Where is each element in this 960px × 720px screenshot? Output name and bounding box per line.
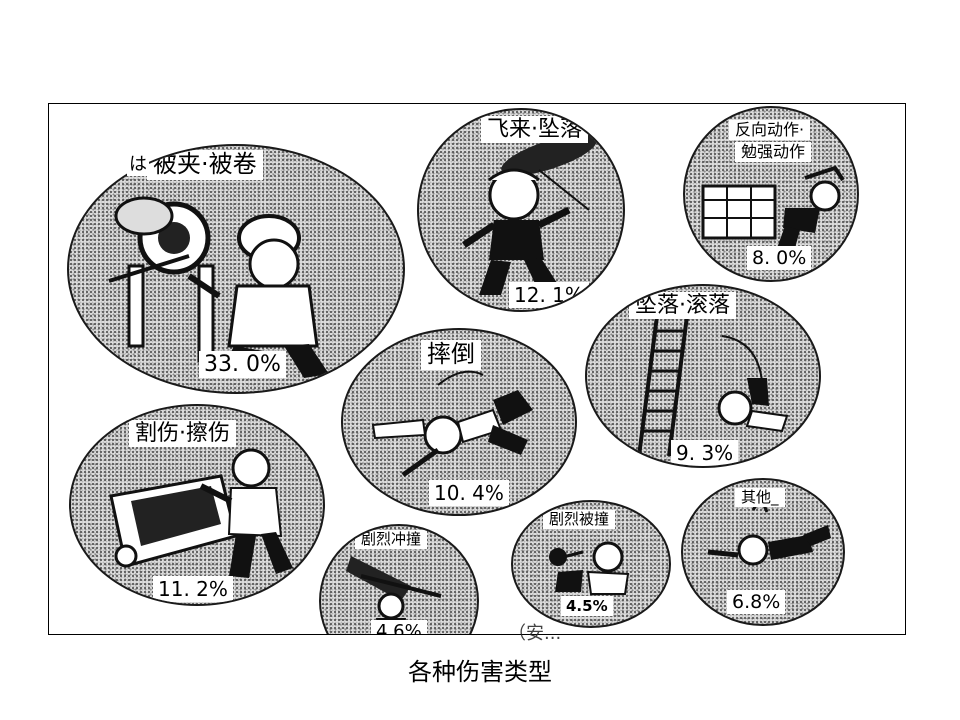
side-text-caught: は xyxy=(127,150,149,176)
percent-caught: 33. 0% xyxy=(199,351,286,378)
caught-illustration xyxy=(108,196,329,378)
injury-circle-falling-object: 飞来·坠落 12. 1% xyxy=(417,108,625,312)
cut-abrasion-illustration xyxy=(109,448,293,578)
injury-circle-overexertion: 反向动作· 勉强动作 8. 0% xyxy=(683,106,859,282)
illustration-frame: 被夹·被卷 33. 0% は 飞来·坠落 12. 1% xyxy=(48,103,906,635)
other-illustration xyxy=(707,494,831,566)
label-overexertion-line1: 反向动作· xyxy=(729,120,811,141)
injury-circle-cut-abrasion: 割伤·擦伤 11. 2% xyxy=(69,404,325,606)
percent-falling-object: 12. 1% xyxy=(509,282,589,308)
injury-circle-violent-impact: 剧烈冲撞 4.6% xyxy=(319,524,479,634)
struck-by-illustration xyxy=(549,541,630,595)
injury-circle-struck-by: 剧烈被撞 4.5% xyxy=(511,500,671,628)
label-struck-by: 剧烈被撞 xyxy=(543,510,616,530)
falling-object-illustration xyxy=(462,134,597,295)
label-overexertion-line2: 勉强动作 xyxy=(735,142,812,163)
percent-cut-abrasion: 11. 2% xyxy=(153,576,233,602)
label-falling-object: 飞来·坠落 xyxy=(481,116,588,144)
fall-tumble-illustration xyxy=(637,315,789,457)
slip-fall-illustration xyxy=(371,370,533,478)
percent-violent-impact: 4.6% xyxy=(371,620,427,634)
source-footnote: （安... xyxy=(508,623,562,644)
label-other: 其他_ xyxy=(735,488,785,508)
label-cut-abrasion: 割伤·擦伤 xyxy=(129,420,236,448)
percent-overexertion: 8. 0% xyxy=(747,246,812,270)
injury-circle-caught: 被夹·被卷 33. 0% xyxy=(67,144,405,394)
label-fall-tumble: 坠落·滚落 xyxy=(629,292,736,320)
overexertion-illustration xyxy=(701,165,845,248)
slide-caption: 各种伤害类型 xyxy=(408,658,552,686)
percent-struck-by: 4.5% xyxy=(561,596,613,616)
injury-circle-other: 其他_ 6.8% xyxy=(681,478,845,626)
injury-circle-slip-fall: 摔倒 10. 4% xyxy=(341,328,577,516)
injury-circle-fall-tumble: 坠落·滚落 9. 3% xyxy=(585,284,821,468)
percent-slip-fall: 10. 4% xyxy=(429,480,509,506)
label-violent-impact: 剧烈冲撞 xyxy=(355,530,428,550)
percent-fall-tumble: 9. 3% xyxy=(671,440,739,466)
percent-other: 6.8% xyxy=(727,590,786,614)
label-slip-fall: 摔倒 xyxy=(421,340,481,370)
label-caught: 被夹·被卷 xyxy=(147,150,263,180)
